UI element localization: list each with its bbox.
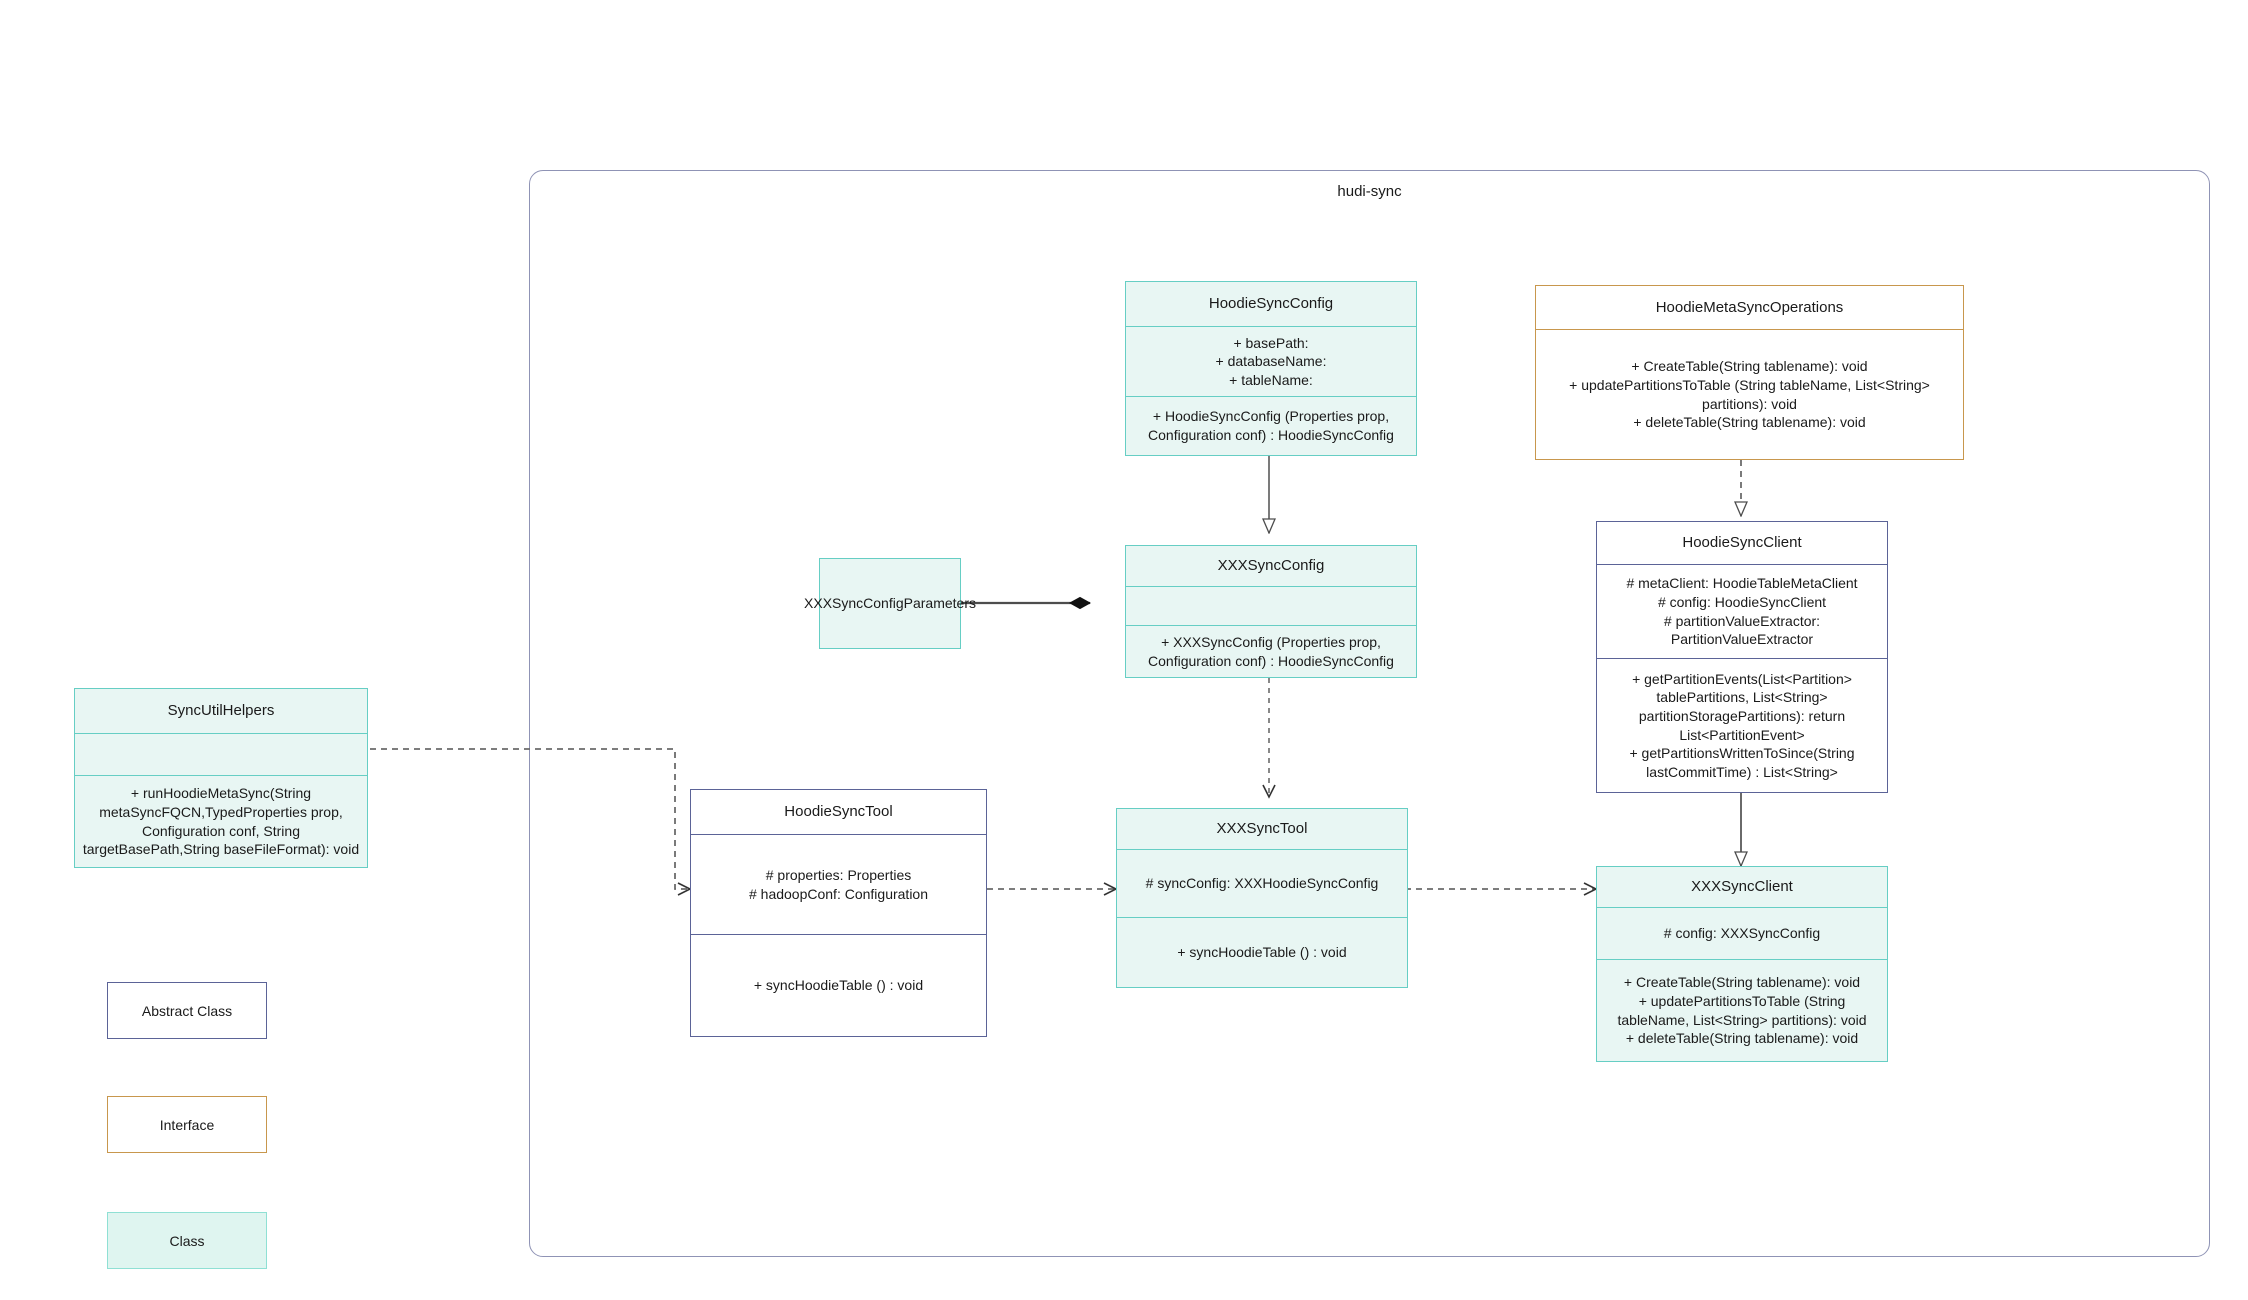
class-xxx-sync-client[interactable]: XXXSyncClient # config: XXXSyncConfig + … [1596,866,1888,1062]
class-operations: + runHoodieMetaSync(String metaSyncFQCN,… [75,775,367,867]
class-title: HoodieSyncConfig [1208,295,1334,313]
class-attributes: + basePath: + databaseName: + tableName: [1126,326,1416,396]
legend-class-label: Class [169,1232,205,1249]
class-title: XXXSyncTool [1216,820,1308,838]
legend-abstract-class: Abstract Class [107,982,267,1039]
class-title: SyncUtilHelpers [167,702,275,720]
class-attributes: # metaClient: HoodieTableMetaClient # co… [1597,564,1887,658]
legend-interface-label: Interface [159,1116,215,1133]
class-attributes [1126,586,1416,625]
interface-title: HoodieMetaSyncOperations [1655,298,1844,316]
legend-abstract-label: Abstract Class [141,1002,233,1019]
class-xxx-sync-config[interactable]: XXXSyncConfig + XXXSyncConfig (Propertie… [1125,545,1417,678]
class-hoodie-sync-client[interactable]: HoodieSyncClient # metaClient: HoodieTab… [1596,521,1888,793]
class-operations: + syncHoodieTable () : void [1117,917,1407,987]
legend-interface: Interface [107,1096,267,1153]
class-hoodie-sync-tool[interactable]: HoodieSyncTool # properties: Properties … [690,789,987,1037]
class-attributes: # properties: Properties # hadoopConf: C… [691,834,986,934]
class-attributes: # config: XXXSyncConfig [1597,907,1887,959]
class-attributes [75,733,367,775]
interface-hoodie-meta-sync-operations[interactable]: HoodieMetaSyncOperations + CreateTable(S… [1535,285,1964,460]
legend-class: Class [107,1212,267,1269]
class-xxx-sync-config-parameters[interactable]: XXXSyncConfigParameters [804,558,976,649]
interface-operations: + CreateTable(String tablename): void + … [1536,329,1963,459]
class-title: XXXSyncConfig [1217,557,1325,575]
class-operations: + HoodieSyncConfig (Properties prop, Con… [1126,396,1416,455]
class-operations: + getPartitionEvents(List<Partition> tab… [1597,658,1887,792]
class-title: HoodieSyncClient [1682,534,1802,552]
class-hoodie-sync-config[interactable]: HoodieSyncConfig + basePath: + databaseN… [1125,281,1417,456]
class-operations: + syncHoodieTable () : void [691,934,986,1036]
class-title: HoodieSyncTool [784,803,893,821]
class-title: XXXSyncConfigParameters [804,595,976,612]
package-title: hudi-sync [1337,183,1402,200]
class-xxx-sync-tool[interactable]: XXXSyncTool # syncConfig: XXXHoodieSyncC… [1116,808,1408,988]
class-title: XXXSyncClient [1691,878,1793,896]
class-sync-util-helpers[interactable]: SyncUtilHelpers + runHoodieMetaSync(Stri… [74,688,368,868]
class-operations: + CreateTable(String tablename): void + … [1597,959,1887,1061]
class-operations: + XXXSyncConfig (Properties prop, Config… [1126,625,1416,677]
class-attributes: # syncConfig: XXXHoodieSyncConfig [1117,849,1407,917]
